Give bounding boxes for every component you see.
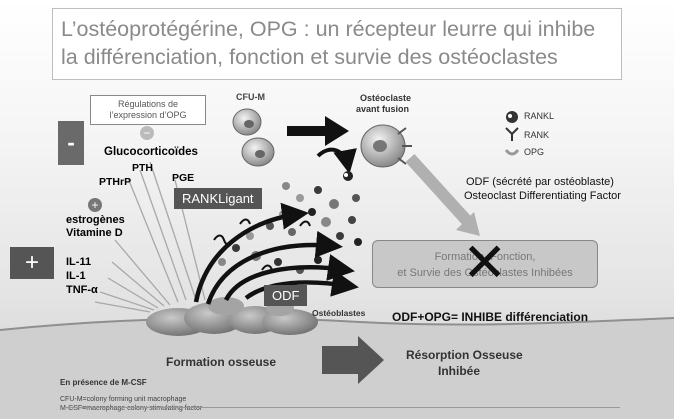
label-osteoclaste: Ostéoclaste [360,93,412,103]
label-formation-osseuse: Formation osseuse [166,355,277,369]
legend-icons [504,111,520,156]
inhibition-cross-icon: ✕ [462,233,508,293]
label-pthrp: PTHrP [99,176,132,188]
label-il11: IL-11 [66,256,92,268]
label-cfum: CFU-M [236,92,265,102]
bone-edge [0,317,674,331]
slide-title: L’ostéoprotégérine, OPG : un récepteur l… [52,8,622,80]
label-glucocorticoides: Glucocorticoïdes [104,146,198,158]
regulation-line-1: Régulations de [117,99,179,109]
regulation-lines [94,161,206,313]
regulation-box: Régulations de l’expression d’OPG [90,95,206,125]
title-line-2: la différenciation, fonction et survie d… [61,45,558,69]
formation-inhibited-box: Formation, Fonction, et Survie des Ostéo… [372,240,598,288]
footer-divider [60,407,620,408]
resorption-arrow [322,336,384,384]
regulation-line-2: l’expression d’OPG [109,110,187,120]
odf-label: ODF [264,285,308,306]
legend-rank: RANK [524,130,550,140]
label-estrogenes: estrogènes [66,214,125,226]
regulation-minus-circle: − [140,126,154,140]
odf-opg-statement: ODF+OPG= INHIBE différenciation [392,310,589,324]
odf-note-line-1: ODF (sécrété par ostéoblaste) [466,176,614,188]
grey-arrow [405,153,473,227]
label-tnf: TNF-α [66,284,98,296]
cfum-cells [232,108,275,167]
footnote-mcsf-def: M-CSF=macrophage colony stimulating fact… [60,405,203,412]
receptor-squiggles [213,218,311,271]
label-pge: PGE [172,172,195,184]
title-line-1: L’ostéoprotégérine, OPG : un récepteur l… [61,17,596,41]
osteoclast-pre-fusion [360,124,412,168]
label-pth: PTH [132,162,153,174]
odf-note-line-2: Osteoclast Differentiating Factor [464,190,621,202]
label-il1: IL-1 [66,270,86,282]
osteoblast-cluster [146,297,318,336]
estrogen-plus-circle: + [88,198,102,212]
molecules [218,171,362,274]
label-resorption-2: Inhibée [438,364,481,378]
minus-sign-box: - [58,121,84,165]
label-resorption-1: Résorption Osseuse [406,348,523,362]
label-osteoblastes: Ostéoblastes [312,308,366,318]
label-avant-fusion: avant fusion [356,104,410,114]
footnote-cfu: CFU-M=colony forming unit macrophage [60,396,187,403]
curved-arrow-small [316,147,357,174]
label-vitamine-d: Vitamine D [66,227,123,239]
footnote-mcsf: En présence de M-CSF [60,378,147,387]
legend-opg: OPG [524,147,545,157]
legend-rankl: RANKL [524,111,555,121]
fusion-arrow [287,116,349,146]
rankligant-label: RANKLigant [174,188,262,209]
formation-box-line-1: Formation, Fonction, [434,251,536,263]
formation-box-line-2: et Survie des Ostéoclastes Inhibées [397,267,573,279]
plus-sign-box: + [10,247,54,279]
